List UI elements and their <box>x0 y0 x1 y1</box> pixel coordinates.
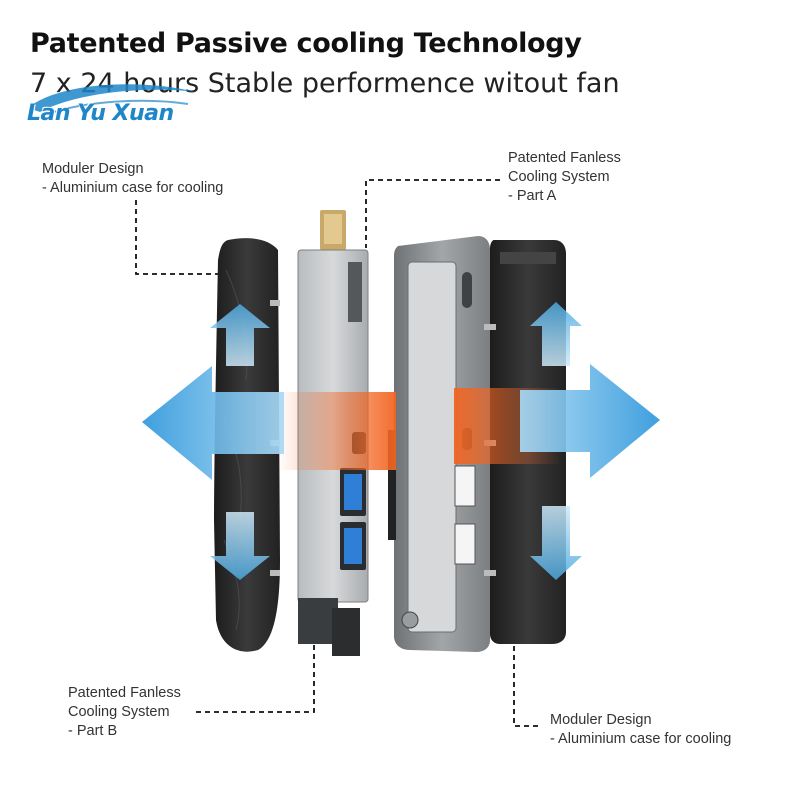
usb-port-upper-icon <box>344 474 362 510</box>
callout-bottom-right-line2: - Aluminium case for cooling <box>550 731 732 747</box>
callout-top-left-line1: Moduler Design <box>42 161 144 177</box>
cooling-arrow-right-icon <box>520 364 660 478</box>
callout-bottom-left-line2: Cooling System <box>68 704 170 720</box>
headline: Patented Passive cooling Technology <box>30 28 582 59</box>
cooling-arrow-down-left-icon <box>210 512 270 580</box>
callout-top-left-line2: - Aluminium case for cooling <box>42 180 224 196</box>
callout-bottom-left-line1: Patented Fanless <box>68 685 181 701</box>
callout-top-right-line3: - Part A <box>508 188 557 204</box>
callout-bottom-left: Patented Fanless Cooling System - Part B <box>68 684 181 741</box>
callout-bottom-left-line3: - Part B <box>68 723 118 739</box>
callout-top-right-line2: Cooling System <box>508 169 610 185</box>
cooling-arrow-up-left-icon <box>210 304 270 366</box>
frame-part-a <box>388 236 490 652</box>
callout-bottom-right: Moduler Design - Aluminium case for cool… <box>550 711 731 749</box>
leader-lines <box>135 179 538 727</box>
callout-top-left: Moduler Design - Aluminium case for cool… <box>42 160 223 198</box>
cooling-arrow-up-right-icon <box>530 302 582 366</box>
subline: 7 x 24 hours Stable performence witout f… <box>30 68 620 99</box>
cooling-arrow-left-icon <box>142 366 284 480</box>
callout-top-right-line1: Patented Fanless <box>508 150 621 166</box>
callout-bottom-right-line1: Moduler Design <box>550 712 652 728</box>
usb-port-lower-icon <box>344 528 362 564</box>
watermark-text: Lan Yu Xuan <box>27 101 174 126</box>
cooling-arrow-down-right-icon <box>530 506 582 580</box>
watermark-swoosh-icon <box>28 84 196 115</box>
heat-flow-left <box>278 392 396 470</box>
callout-top-right: Patented Fanless Cooling System - Part A <box>508 149 621 206</box>
